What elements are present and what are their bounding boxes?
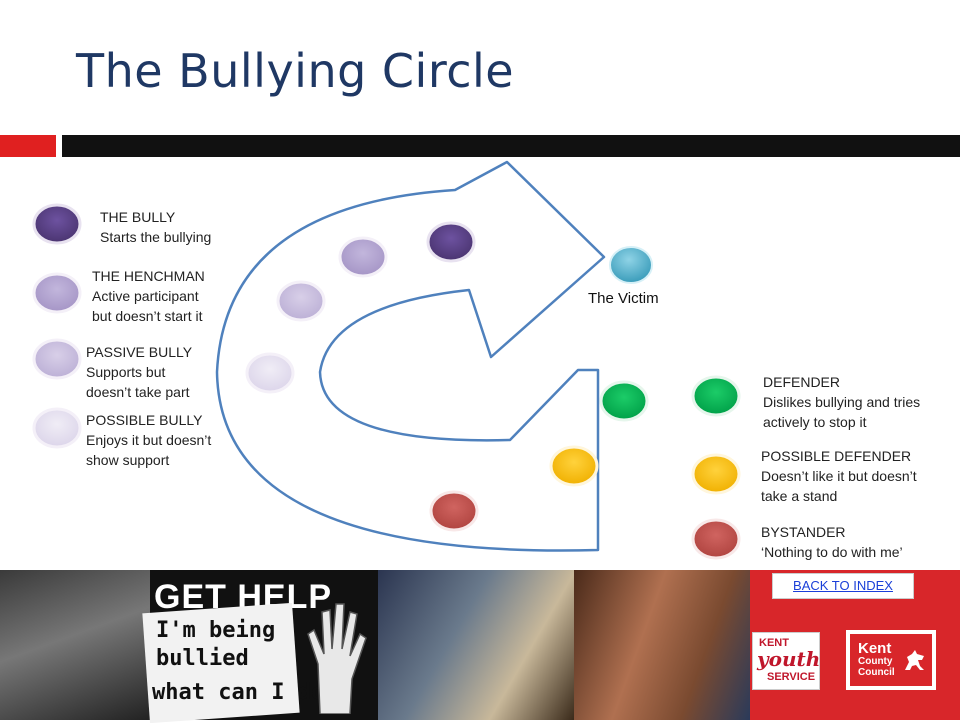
kent-youth-service-logo: KENT youth SERVICE — [752, 632, 820, 690]
photo-boy-headlock — [574, 570, 750, 720]
circular-arrow — [215, 160, 606, 552]
legend-bully: THE BULLY Starts the bullying — [100, 207, 211, 247]
legend-henchman: THE HENCHMAN Active participant but does… — [92, 266, 205, 326]
legend-circle-defender — [691, 375, 741, 417]
role-description: Starts the bullying — [100, 229, 212, 245]
logo-text: County — [858, 656, 893, 667]
circle-henchman — [338, 236, 388, 278]
role-description: but doesn’t start it — [92, 308, 203, 324]
logo-text: SERVICE — [767, 671, 816, 683]
legend-circle-possible-bully — [32, 407, 82, 449]
legend-passive-bully: PASSIVE BULLY Supports but doesn’t take … — [86, 342, 192, 402]
photo-school-fight — [378, 570, 574, 720]
circle-defender — [599, 380, 649, 422]
legend-circle-bully — [32, 203, 82, 245]
logo-text: Council — [858, 667, 895, 678]
kent-county-council-logo: Kent County Council — [846, 630, 936, 690]
circle-bystander — [429, 490, 479, 532]
title-bar-black — [62, 135, 960, 157]
legend-bystander: BYSTANDER ‘Nothing to do with me’ — [761, 522, 903, 562]
role-description: Enjoys it but doesn’t — [86, 432, 212, 448]
legend-circle-bystander — [691, 518, 741, 560]
legend-possible-defender: POSSIBLE DEFENDER Doesn’t like it but do… — [761, 446, 917, 506]
title-bar-red — [0, 135, 56, 157]
logo-background: Kent County Council — [850, 634, 932, 686]
logo-text: Kent — [858, 640, 892, 657]
role-description: Doesn’t like it but doesn’t — [761, 468, 917, 484]
role-name: PASSIVE BULLY — [86, 344, 193, 360]
circle-bully — [426, 221, 476, 263]
back-to-index-link[interactable]: BACK TO INDEX — [772, 573, 914, 599]
logo-text: KENT — [759, 637, 789, 649]
role-description: ‘Nothing to do with me’ — [761, 544, 903, 560]
bullying-circle-diagram — [32, 160, 741, 560]
legend-defender: DEFENDER Dislikes bullying and tries act… — [763, 372, 920, 432]
victim-label: The Victim — [588, 290, 659, 307]
legend-possible-bully: POSSIBLE BULLY Enjoys it but doesn’t sho… — [86, 410, 211, 470]
role-description: Dislikes bullying and tries — [763, 394, 921, 410]
role-name: POSSIBLE BULLY — [86, 412, 203, 428]
horse-icon — [905, 650, 924, 670]
role-name: BYSTANDER — [761, 524, 846, 540]
circle-possible-defender — [549, 445, 599, 487]
role-name: THE HENCHMAN — [92, 268, 205, 284]
role-description: Active participant — [92, 288, 199, 304]
role-description: Supports but — [86, 364, 166, 380]
note-line: I'm being — [156, 618, 276, 643]
page-title: The Bullying Circle — [76, 44, 515, 98]
circle-passive-bully — [276, 280, 326, 322]
legend-circle-henchman — [32, 272, 82, 314]
legend-circle-possible-defender — [691, 453, 741, 495]
circle-victim — [609, 246, 653, 284]
role-name: THE BULLY — [100, 209, 176, 225]
legend-circle-passive-bully — [32, 338, 82, 380]
logo-text: youth — [757, 647, 821, 671]
role-description: show support — [86, 452, 170, 468]
note-line: what can I do? — [152, 680, 338, 705]
role-description: take a stand — [761, 488, 838, 504]
role-name: POSSIBLE DEFENDER — [761, 448, 912, 464]
role-description: actively to stop it — [763, 414, 867, 430]
role-name: DEFENDER — [763, 374, 841, 390]
note-line: bullied — [156, 646, 249, 671]
circle-possible-bully — [245, 352, 295, 394]
role-description: doesn’t take part — [86, 384, 190, 400]
hand-icon — [307, 603, 367, 714]
photo-sad-child — [0, 570, 150, 720]
